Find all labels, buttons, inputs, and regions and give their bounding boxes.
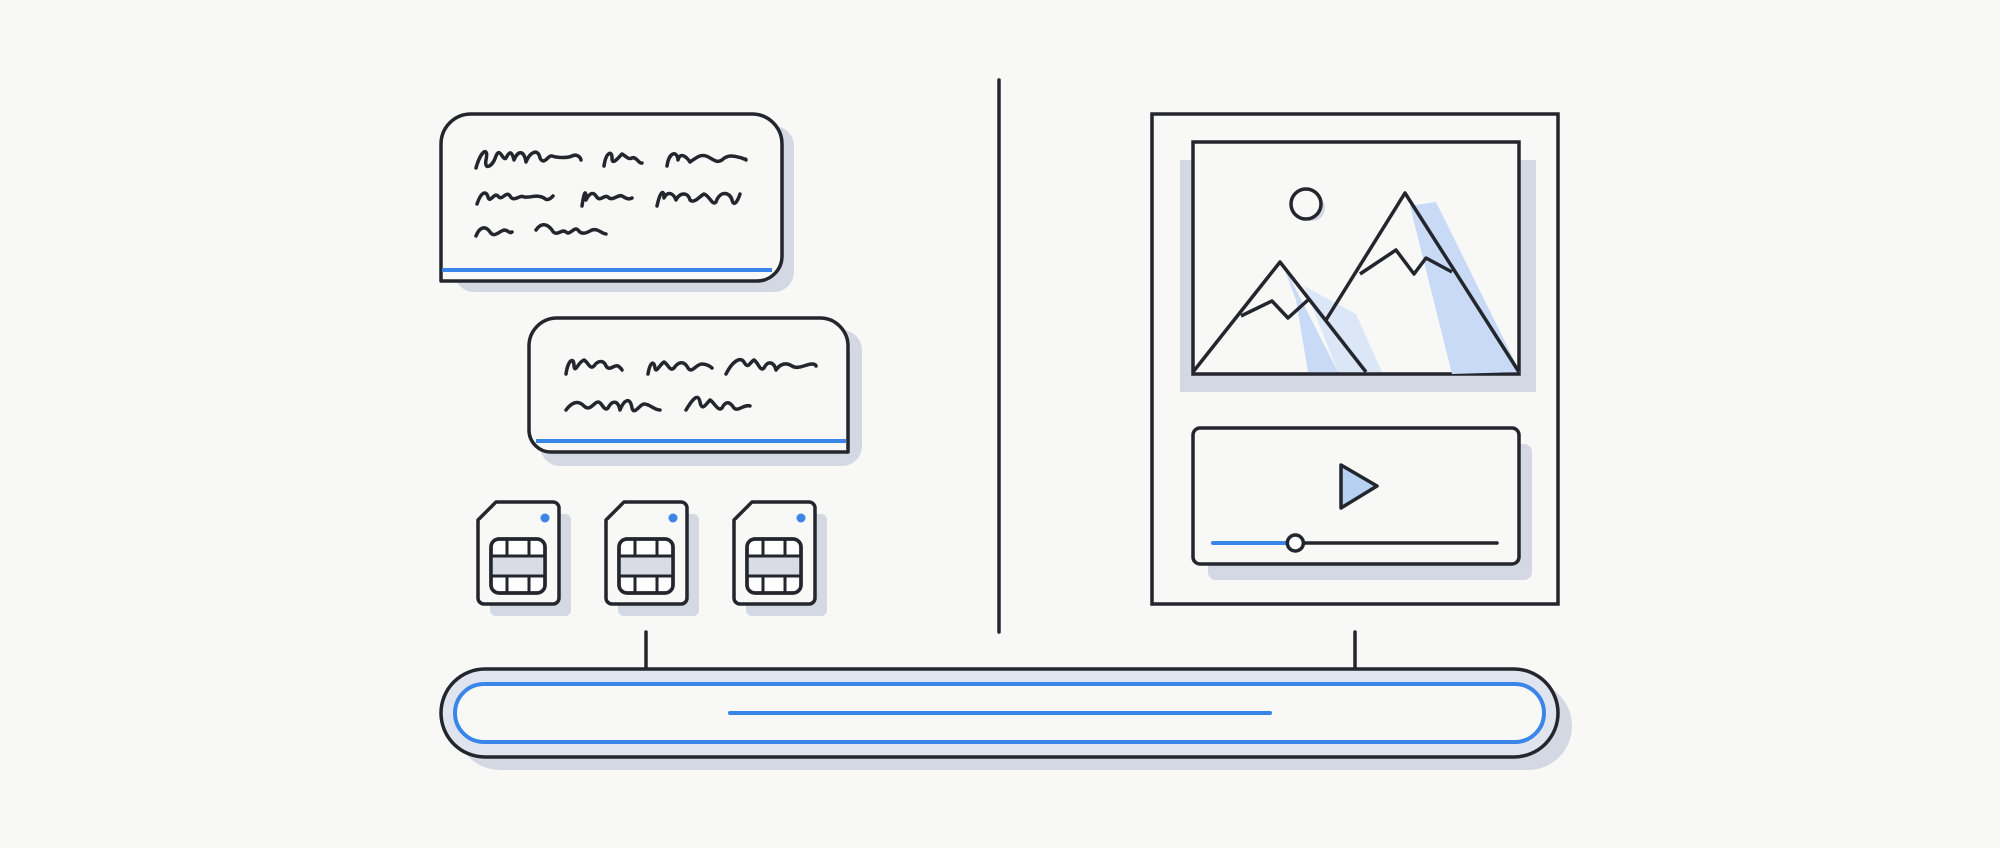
play-icon[interactable] [1339, 463, 1379, 510]
video-progress-bar[interactable] [1211, 533, 1499, 553]
sim-card-icon[interactable] [604, 500, 699, 616]
mountain-landscape-icon [1191, 187, 1521, 374]
bottom-bar[interactable] [439, 667, 1572, 770]
image-frame[interactable] [1180, 140, 1536, 392]
scribble-text [474, 149, 748, 238]
sim-card-icon[interactable] [476, 500, 571, 616]
sim-chip [745, 537, 803, 595]
left-panel [439, 112, 862, 616]
progress-knob[interactable] [1285, 533, 1306, 553]
sim-chip [489, 537, 547, 595]
scribble-text [564, 357, 818, 413]
message-card-1[interactable] [439, 112, 794, 292]
sim-chip [617, 537, 675, 595]
message-card-2[interactable] [527, 316, 862, 466]
sim-card-icon[interactable] [732, 500, 827, 616]
video-player[interactable] [1191, 426, 1532, 580]
sim-card-row [476, 500, 827, 616]
right-panel [1150, 112, 1560, 606]
